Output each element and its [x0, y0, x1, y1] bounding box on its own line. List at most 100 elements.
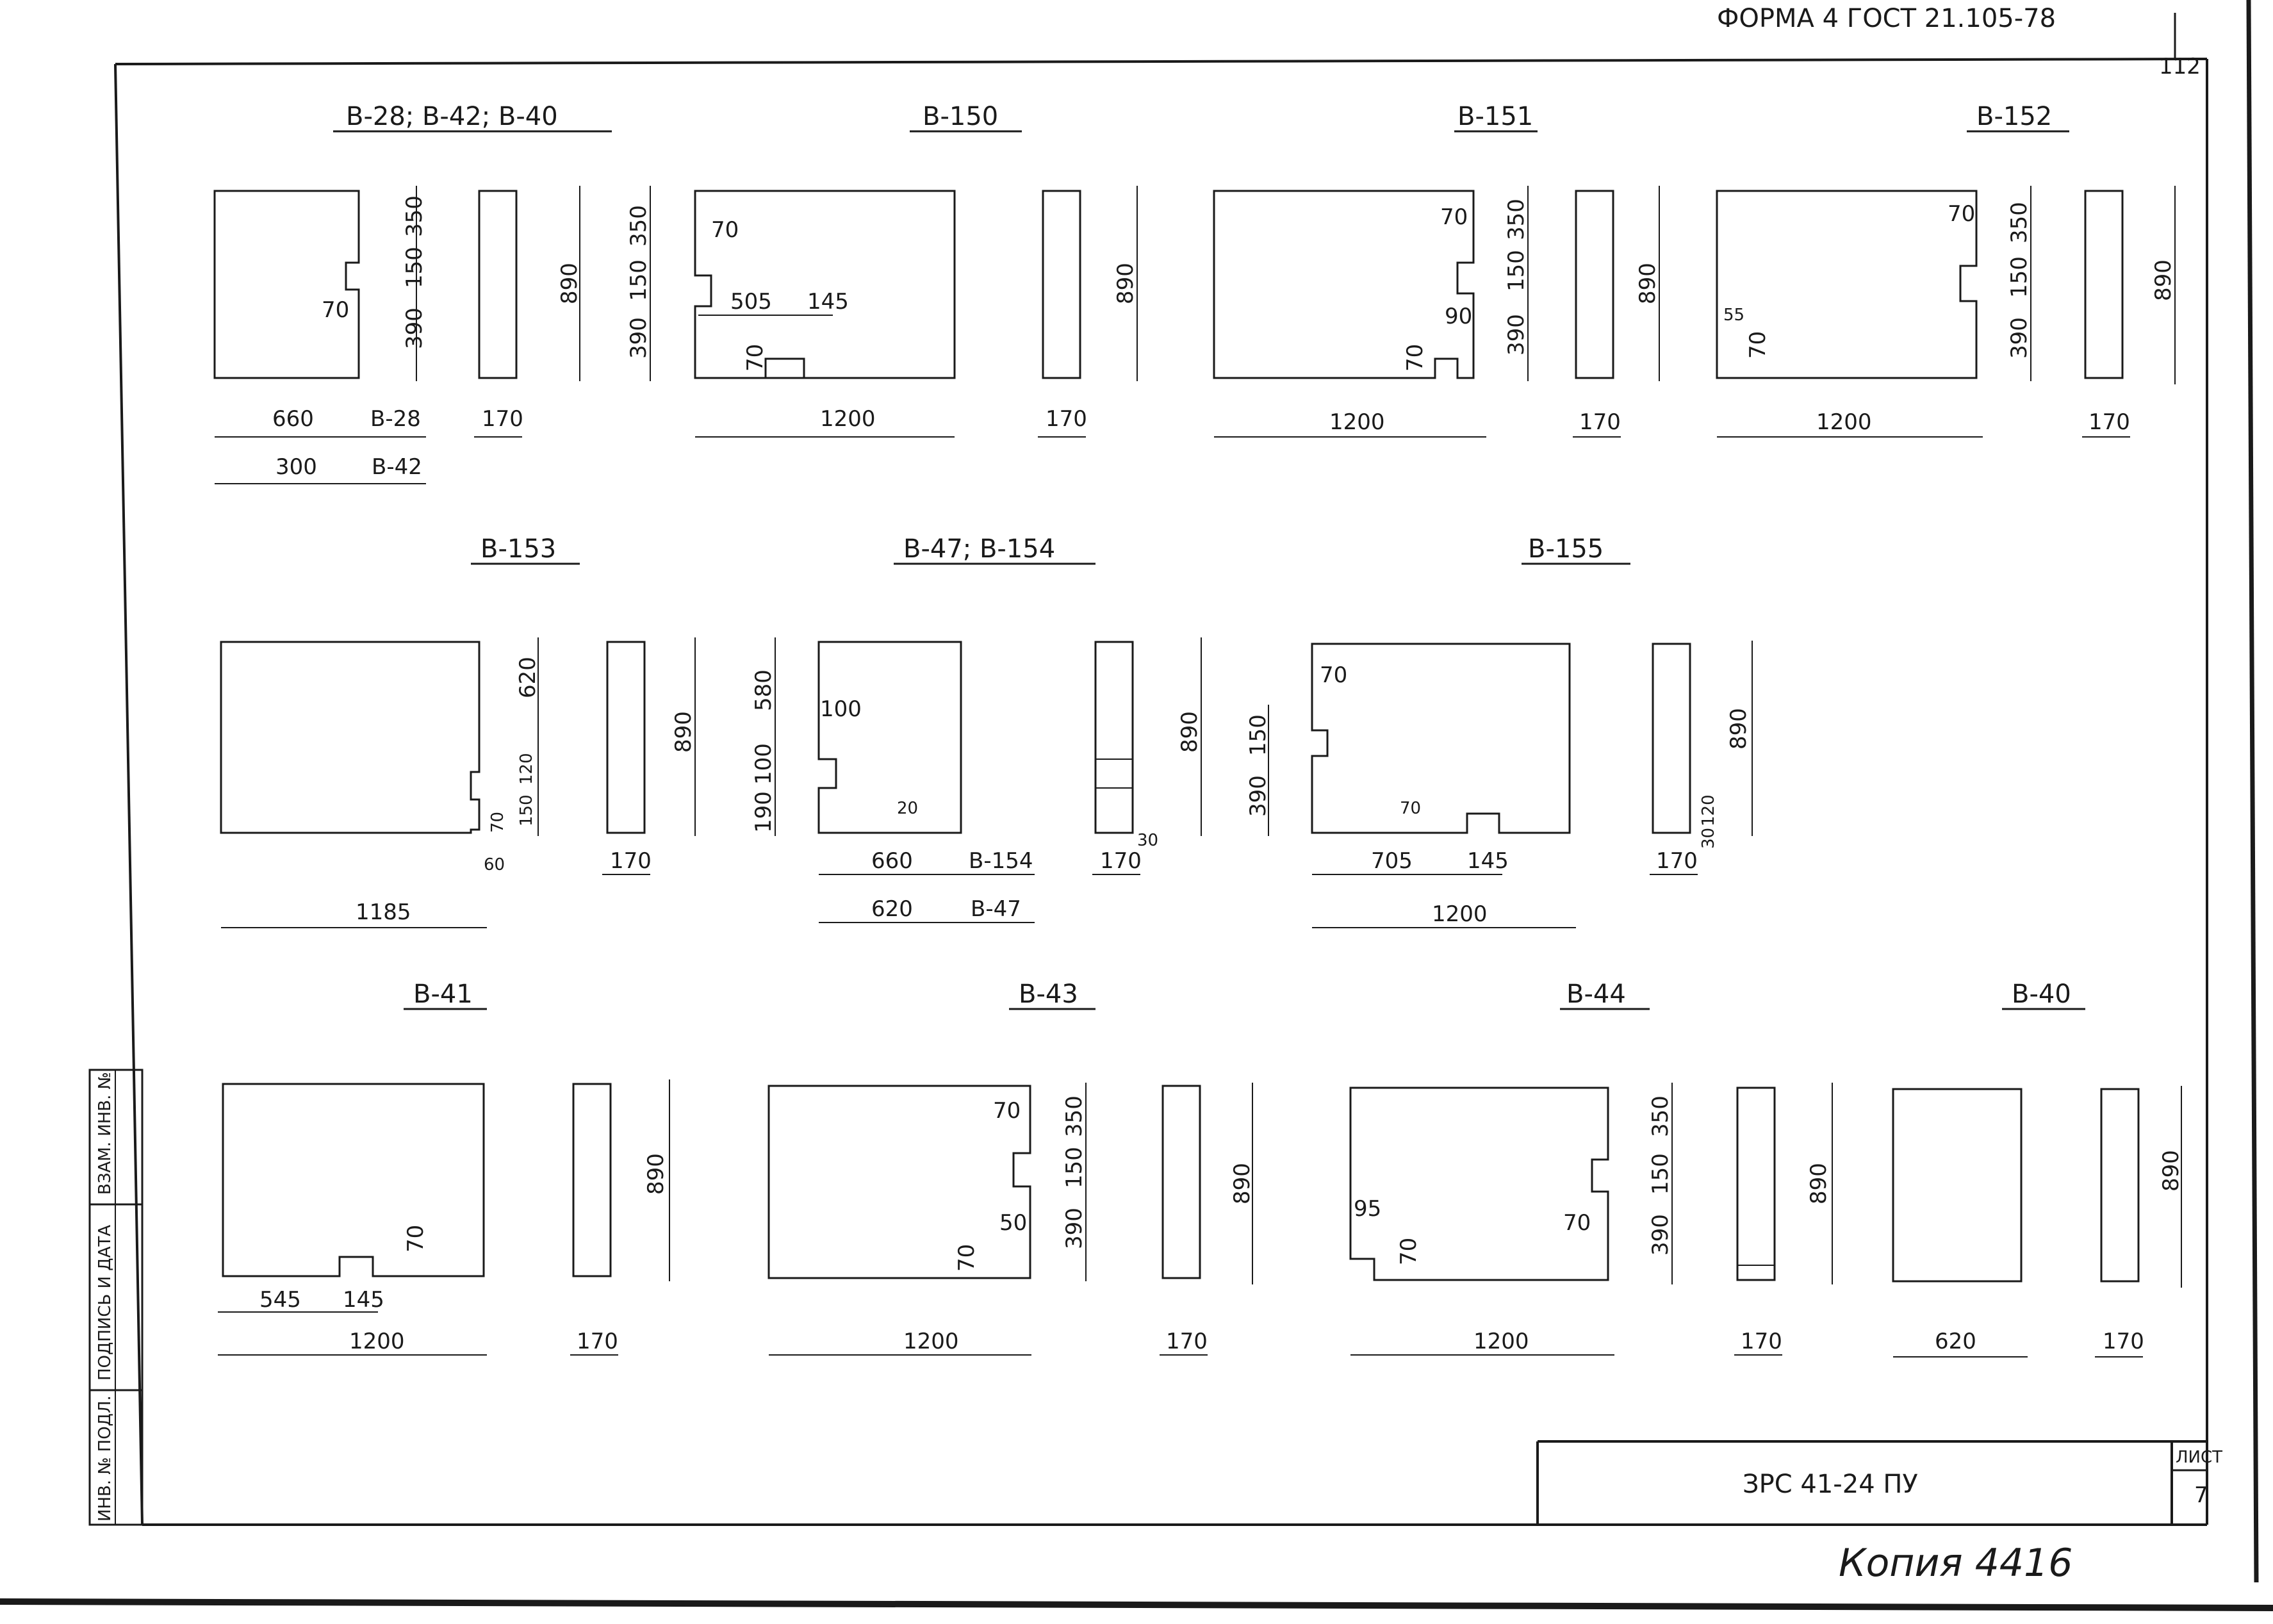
block-front-view — [1349, 1087, 1609, 1281]
dim-label: 390 — [402, 308, 427, 349]
dim-label: 70 — [1396, 1238, 1422, 1265]
block-b44: В-44 350 150 95 70 390 70 1200 890 170 — [1349, 980, 1833, 1356]
block-side-view — [1736, 1087, 1776, 1281]
dim-label: 50 — [999, 1210, 1027, 1236]
dim-label: 580 — [751, 669, 776, 711]
block-front-view — [767, 1085, 1031, 1279]
block-b28-b42-b40: В-28; В-42; В-40 350 150 390 70 890 660 … — [213, 102, 612, 484]
dim-label: 90 — [1445, 304, 1472, 329]
dim-label: 890 — [1806, 1163, 1832, 1204]
dim-label: 300 — [275, 454, 317, 480]
dim-label: 70 — [1320, 662, 1347, 688]
title-block: ЛИСТ 7 ЗРС 41-24 ПУ — [1536, 1440, 2222, 1525]
dim-label: 100 — [751, 743, 776, 785]
copy-note: Копия 4416 — [1839, 1541, 2072, 1586]
block-b152: В-152 70 350 150 55 70 390 890 1200 170 — [1716, 102, 2176, 438]
dim-label: 170 — [1100, 848, 1142, 874]
dim-label: 1200 — [1473, 1329, 1529, 1354]
dim-label: 70 — [322, 297, 349, 323]
stamp-field: ВЗАМ. ИНВ. № — [95, 1072, 115, 1195]
dim-label: 70 — [1440, 204, 1468, 230]
dim-label: 620 — [1935, 1329, 1976, 1354]
block-title: В-151 — [1457, 102, 1533, 131]
dim-label: 150 — [626, 259, 652, 301]
block-side-view — [1094, 641, 1134, 834]
dim-label: 505 — [730, 289, 772, 315]
dim-label: 890 — [557, 263, 582, 304]
dim-label: 30 — [1137, 831, 1158, 850]
dim-label: 55 — [1723, 306, 1744, 325]
dim-label: 20 — [897, 799, 918, 818]
dim-label: 890 — [1229, 1163, 1255, 1204]
block-front-view — [213, 190, 360, 379]
dim-label: 170 — [1166, 1329, 1208, 1354]
dim-label: 350 — [626, 205, 652, 247]
dim-label: В-154 — [969, 848, 1033, 874]
dim-label: 890 — [643, 1153, 669, 1195]
block-b40: В-40 620 890 170 — [1892, 980, 2184, 1357]
dim-label: 1200 — [1432, 901, 1488, 927]
dim-label: 150 — [2006, 256, 2032, 298]
dim-label: 890 — [1177, 711, 1202, 753]
dim-label: 350 — [402, 195, 427, 237]
block-b153: В-153 620 120 150 70 60 890 1185 170 — [220, 534, 696, 928]
dim-label: В-47 — [971, 896, 1021, 922]
dim-label: 120 — [1699, 794, 1718, 826]
stamp-field: ПОДПИСЬ И ДАТА — [95, 1225, 115, 1381]
dim-label: 890 — [1635, 263, 1661, 304]
dim-label: 150 — [1245, 714, 1271, 756]
dim-label: 1200 — [903, 1329, 959, 1354]
block-front-view — [817, 641, 962, 834]
block-title: В-152 — [1976, 102, 2052, 131]
dim-label: 350 — [1504, 199, 1529, 240]
dim-label: В-28 — [370, 406, 421, 432]
corner-number: 112 — [2159, 54, 2201, 79]
block-front-view — [220, 641, 480, 834]
dim-label: 70 — [1948, 201, 1975, 227]
block-side-view — [606, 641, 646, 834]
block-b43: В-43 70 350 150 50 390 70 1200 890 170 — [767, 980, 1255, 1356]
dim-label: 890 — [1726, 708, 1752, 750]
block-title: В-155 — [1528, 534, 1604, 564]
dim-label: 150 — [1648, 1153, 1673, 1195]
dim-label: 70 — [1400, 799, 1421, 818]
dim-label: 705 — [1371, 848, 1413, 874]
block-side-view — [478, 190, 518, 379]
block-front-view — [1213, 190, 1475, 379]
dim-label: 390 — [2006, 317, 2032, 359]
dim-label: 390 — [626, 317, 652, 359]
block-front-view — [1716, 190, 1978, 379]
dim-label: 660 — [871, 848, 913, 874]
dim-label: 890 — [2158, 1150, 2184, 1192]
dim-label: 150 — [1062, 1147, 1087, 1188]
sheet-label: ЛИСТ — [2176, 1448, 2222, 1467]
dim-label: 70 — [1745, 331, 1771, 359]
dim-label: 170 — [1656, 848, 1698, 874]
dim-label: 70 — [954, 1244, 980, 1272]
dim-label: 390 — [1245, 775, 1271, 817]
dim-label: 890 — [671, 711, 696, 753]
stamp-field: ИНВ. № ПОДЛ. — [95, 1395, 115, 1521]
block-side-view — [2084, 190, 2124, 379]
dim-label: 150 — [1504, 250, 1529, 291]
dim-label: 170 — [482, 406, 523, 432]
dim-label: 170 — [2088, 409, 2130, 435]
dim-label: 170 — [610, 848, 652, 874]
block-b47-b154: В-47; В-154 580 100 100 190 20 890 660 В… — [751, 534, 1202, 923]
block-title: В-153 — [480, 534, 556, 564]
dim-label: 170 — [1741, 1329, 1782, 1354]
block-title: В-47; В-154 — [903, 534, 1055, 564]
dim-label: 170 — [577, 1329, 618, 1354]
dim-label: 150 — [402, 247, 427, 288]
block-title: В-44 — [1566, 980, 1626, 1009]
sheet-number: 7 — [2194, 1482, 2208, 1508]
dim-label: 170 — [2103, 1329, 2144, 1354]
dim-label: 60 — [484, 855, 505, 874]
dim-label: В-42 — [372, 454, 422, 480]
dim-label: 150 — [517, 794, 536, 826]
dim-label: 170 — [1046, 406, 1087, 432]
block-front-view — [1892, 1088, 2023, 1283]
block-side-view — [1652, 643, 1691, 834]
block-b150: В-150 350 70 150 505 145 390 70 890 1200… — [626, 102, 1138, 438]
